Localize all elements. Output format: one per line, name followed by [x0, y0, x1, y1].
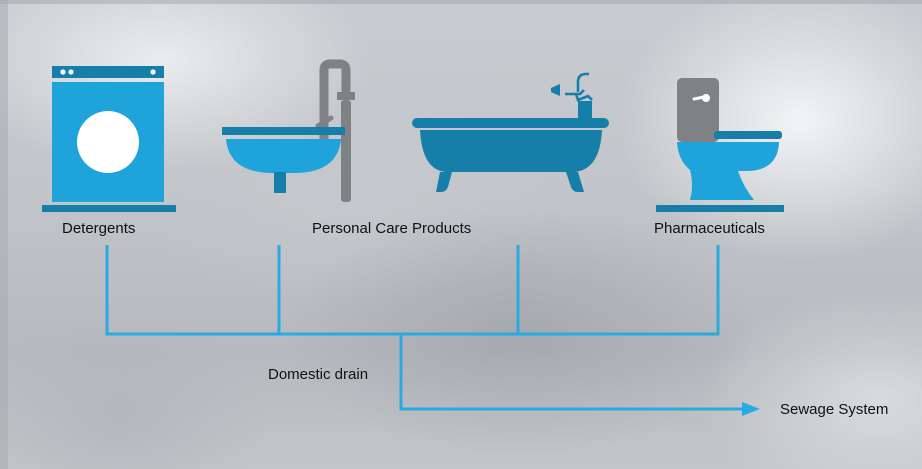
frame-edge-left: [0, 0, 8, 469]
label-domestic-drain: Domestic drain: [268, 366, 369, 383]
toilet-icon: [656, 78, 784, 212]
drain-network: [105, 245, 745, 411]
label-sewage-system: Sewage System: [780, 401, 889, 418]
pipe-domestic-drain: [399, 334, 745, 411]
washing-machine-icon: [42, 66, 176, 212]
label-personal-care-products: Personal Care Products: [312, 220, 472, 237]
frame-edge-top: [0, 0, 922, 4]
sink-icon: [222, 59, 355, 202]
label-pharmaceuticals: Pharmaceuticals: [654, 220, 765, 237]
label-detergents: Detergents: [62, 220, 136, 237]
sewage-arrow-head: [742, 402, 760, 416]
bathtub-icon: [412, 72, 609, 192]
